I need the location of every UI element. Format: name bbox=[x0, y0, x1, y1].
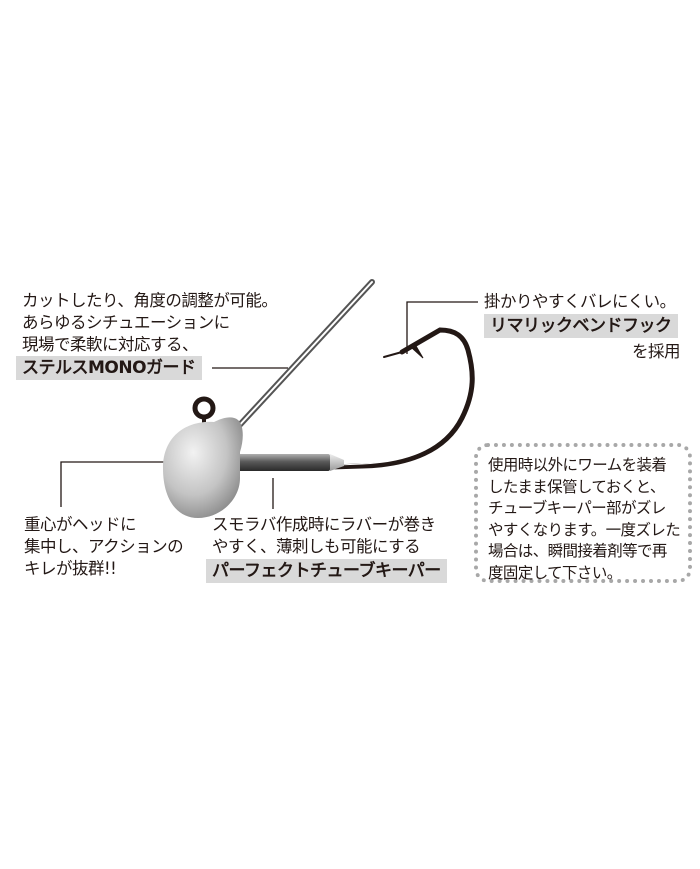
head-desc-line: 重心がヘッドに bbox=[24, 515, 137, 534]
mono-guard bbox=[233, 279, 375, 432]
note-line: したまま保管しておくと、 bbox=[488, 477, 665, 496]
tube-label: パーフェクトチューブキーパー bbox=[206, 559, 447, 583]
head-leader bbox=[60, 461, 166, 507]
guard-label: ステルスMONOガード bbox=[16, 356, 202, 380]
tube-keeper bbox=[238, 454, 344, 471]
guard-desc-line: あらゆるシチュエーションに bbox=[22, 313, 230, 332]
guard-desc-line: カットしたり、角度の調整が可能。 bbox=[22, 291, 278, 310]
hook-desc-line: 掛かりやすくバレにくい。 bbox=[484, 292, 676, 311]
caution-note: 使用時以外にワームを装着 したまま保管しておくと、 チューブキーパー部がズレ や… bbox=[474, 443, 692, 583]
head-desc-line: 集中し、アクションの bbox=[24, 537, 184, 556]
tube-desc-line: やすく、薄刺しも可能にする bbox=[212, 537, 421, 556]
note-line: チューブキーパー部がズレ bbox=[488, 499, 666, 517]
head-desc-line: キレが抜群!! bbox=[24, 559, 117, 578]
hook-suffix: を採用 bbox=[632, 342, 681, 361]
guard-desc-line: 現場で柔軟に対応する、 bbox=[22, 335, 199, 354]
leader-lines bbox=[60, 301, 478, 509]
hook-leader bbox=[406, 301, 478, 354]
hook-label: リマリックベンドフック bbox=[484, 314, 678, 338]
hook bbox=[327, 327, 475, 470]
jig-head bbox=[163, 417, 243, 518]
note-line: やすくなります。一度ズレた bbox=[488, 520, 681, 539]
note-line: 場合は、瞬間接着剤等で再 bbox=[488, 542, 667, 560]
note-line: 使用時以外にワームを装着 bbox=[488, 456, 667, 474]
tube-desc-line: スモラバ作成時にラバーが巻き bbox=[212, 515, 436, 534]
note-line: 度固定して下さい。 bbox=[488, 563, 622, 582]
